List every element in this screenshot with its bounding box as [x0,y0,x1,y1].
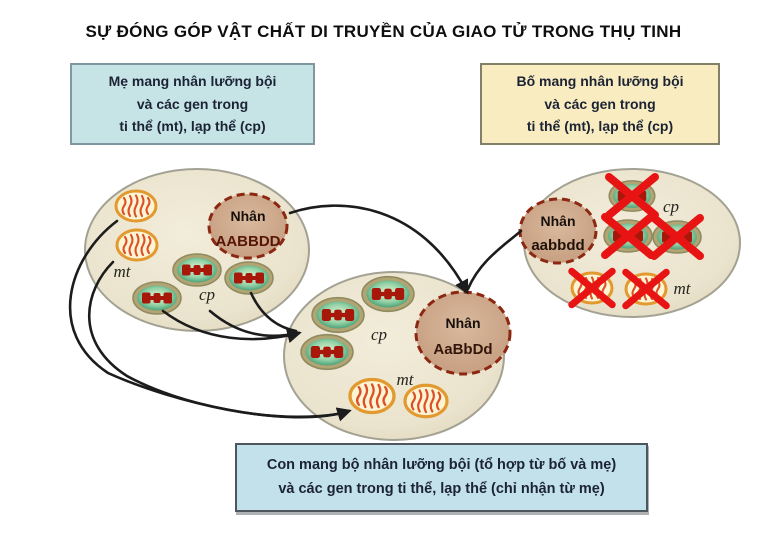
father-box-line-3: ti thể (mt), lạp thể (cp) [526,118,674,135]
mother-genotype: AABBDD [216,233,281,250]
father-nucleus-label: Nhân [541,213,576,229]
mother-nucleus-label: Nhân [231,208,266,224]
zygote-mt-label: mt [397,370,415,389]
child-box-line-2: và các gen trong ti thể, lạp thể (chỉ nh… [278,480,605,497]
arrow-mitochondrion-to-zygote-2 [88,260,340,418]
mother-box-line-3: ti thể (mt), lạp thể (cp) [119,118,266,135]
father-mt-label: mt [674,279,692,298]
mother-cp-label: cp [199,285,215,304]
chloroplast-icon [311,296,365,334]
mother-box-line-1: Mẹ mang nhân lưỡng bội [108,72,277,89]
chloroplast-icon [224,261,274,295]
mitochondrion-icon [348,377,396,415]
mother-nucleus [207,192,289,260]
mother-box-line-2: và các gen trong [136,95,249,112]
father-cp-label: cp [663,197,679,216]
father-box-line-1: Bố mang nhân lưỡng bội [516,72,684,89]
chloroplast-icon [361,275,415,313]
arrow-chloroplast-to-zygote-2 [208,309,299,337]
mitochondrion-icon [115,228,159,262]
mother-info-box: Mẹ mang nhân lưỡng bội và các gen trong … [70,63,315,145]
zygote-genotype: AaBbDd [433,341,492,358]
child-box-line-1: Con mang bộ nhân lưỡng bội (tổ hợp từ bố… [266,457,617,474]
zygote-nucleus-label: Nhân [446,315,481,331]
father-genotype: aabbdd [531,237,584,254]
father-info-box: Bố mang nhân lưỡng bội và các gen trong … [480,63,720,145]
arrow-mother-nucleus-to-zygote [288,204,469,295]
mother-gamete-cell: Nhân AABBDD mt cp [84,168,310,332]
father-box-line-2: và các gen trong [544,95,656,112]
mitochondrion-icon [403,383,449,419]
inheritance-arrows [68,204,523,422]
zygote-cp-label: cp [371,325,387,344]
mother-mt-label: mt [114,262,132,281]
arrow-chloroplast-to-zygote-3 [249,291,298,333]
zygote-cell: Nhân AaBbDd cp mt [283,271,512,441]
child-info-box: Con mang bộ nhân lưỡng bội (tổ hợp từ bố… [235,443,648,512]
mitochondrion-icon [114,189,158,223]
page-title: SỰ ĐÓNG GÓP VẬT CHẤT DI TRUYỀN CỦA GIAO … [85,22,682,41]
chloroplast-icon [172,253,222,287]
chloroplast-icon [300,333,354,371]
arrow-father-nucleus-to-zygote [466,229,523,291]
zygote-nucleus [414,290,512,376]
chloroplast-icon [132,281,182,315]
